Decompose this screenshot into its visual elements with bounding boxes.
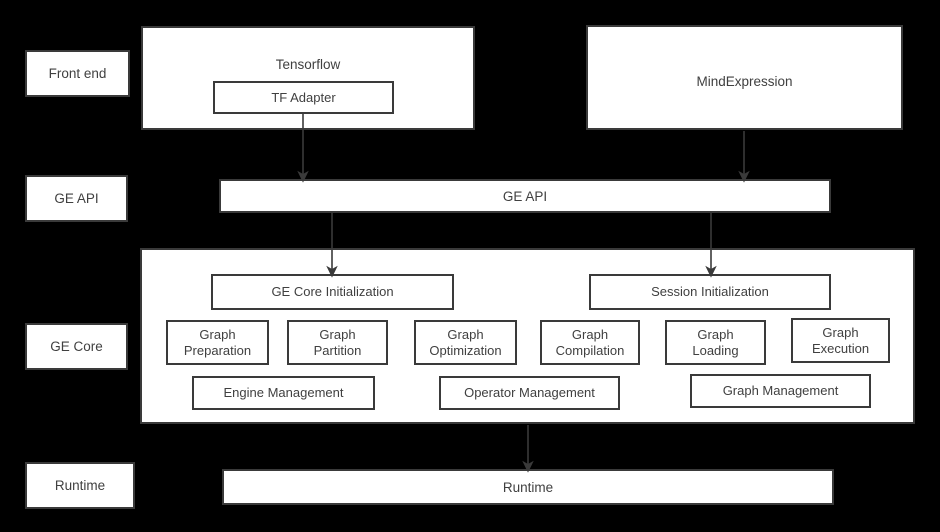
graph-management-box: Graph Management xyxy=(690,374,871,408)
tensorflow-panel: Tensorflow xyxy=(141,26,475,130)
layer-label-ge-api: GE API xyxy=(25,175,128,222)
graph-compilation-box: Graph Compilation xyxy=(540,320,640,365)
graph-loading-box: Graph Loading xyxy=(665,320,766,365)
runtime-bar: Runtime xyxy=(222,469,834,505)
layer-label-runtime: Runtime xyxy=(25,462,135,509)
tf-adapter-box: TF Adapter xyxy=(213,81,394,114)
mindexpression-panel: MindExpression xyxy=(586,25,903,130)
ge-core-initialization-box: GE Core Initialization xyxy=(211,274,454,310)
layer-label-ge-core: GE Core xyxy=(25,323,128,370)
graph-preparation-box: Graph Preparation xyxy=(166,320,269,365)
session-initialization-box: Session Initialization xyxy=(589,274,831,310)
operator-management-box: Operator Management xyxy=(439,376,620,410)
tensorflow-title: Tensorflow xyxy=(275,57,341,72)
layer-label-front-end: Front end xyxy=(25,50,130,97)
graph-partition-box: Graph Partition xyxy=(287,320,388,365)
graph-optimization-box: Graph Optimization xyxy=(414,320,517,365)
mindexpression-title: MindExpression xyxy=(696,74,793,89)
ge-api-bar: GE API xyxy=(219,179,831,213)
engine-management-box: Engine Management xyxy=(192,376,375,410)
graph-execution-box: Graph Execution xyxy=(791,318,890,363)
